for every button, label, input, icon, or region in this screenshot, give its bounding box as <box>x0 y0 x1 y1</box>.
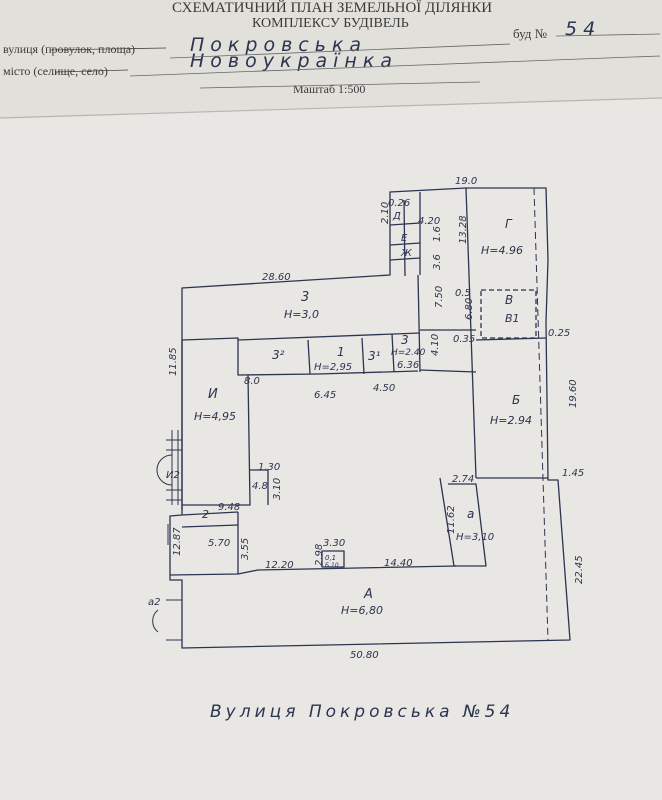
dim-top-g: 19.0 <box>455 176 477 187</box>
room-a-height: Н=6,80 <box>341 604 383 617</box>
dim-1440: 14.40 <box>384 558 413 569</box>
dim-1185: 11.85 <box>168 347 179 376</box>
room-31-label: 3¹ <box>368 349 381 363</box>
room-01-label: 0,1 <box>325 554 336 562</box>
room-1-height: Н=2,95 <box>314 362 352 373</box>
room-32-label: 3² <box>272 348 285 362</box>
room-i2-label: И2 <box>166 470 180 481</box>
dim-274: 2.74 <box>452 474 474 485</box>
dim-410: 4.10 <box>430 334 441 356</box>
room-a-small-height: Н=3,10 <box>456 532 494 543</box>
dim-2245: 22.45 <box>574 555 585 584</box>
dim-1960: 19.60 <box>568 379 579 408</box>
room-a-small-label: а <box>467 507 474 521</box>
title-line-1: СХЕМАТИЧНИЙ ПЛАН ЗЕМЕЛЬНОЇ ДІЛЯНКИ <box>172 0 493 16</box>
room-b-label: Б <box>512 393 520 407</box>
dim-top-026: 0.26 <box>388 198 410 209</box>
dim-948: 9.48 <box>218 502 240 513</box>
dim-298: 2.98 <box>314 544 325 566</box>
dim-48: 4.8 <box>252 481 268 492</box>
dim-636: 6.36 <box>397 360 419 371</box>
city-label: місто (селище, село) <box>3 64 108 78</box>
dim-1287: 12.87 <box>172 527 183 556</box>
dim-210: 2.10 <box>380 202 391 224</box>
dim-310: 3.10 <box>272 478 283 500</box>
street-value: Покровська <box>190 34 368 56</box>
title-line-2: КОМПЛЕКСУ БУДІВЕЛЬ <box>252 16 409 31</box>
room-v-sub: В1 <box>505 312 520 325</box>
dim-width-2860: 28.60 <box>262 272 291 283</box>
room-i-height: Н=4,95 <box>194 410 236 423</box>
dim-450: 4.50 <box>373 383 395 394</box>
dim-570: 5.70 <box>208 538 230 549</box>
room-a2-label: а2 <box>148 597 161 608</box>
dim-645: 6.45 <box>314 390 336 401</box>
dim-05: 0.5 <box>455 288 471 299</box>
dim-16: 1.6 <box>432 226 443 242</box>
room-v-label: В <box>505 293 513 307</box>
dim-145: 1.45 <box>562 468 584 479</box>
room-33-height: Н=2.40 <box>391 348 426 358</box>
room-a-label: А <box>363 587 373 602</box>
room-1-label: 1 <box>337 345 345 359</box>
dim-5080: 50.80 <box>350 650 379 661</box>
dim-1328: 13.28 <box>458 215 469 244</box>
dim-130: 1.30 <box>258 462 280 473</box>
street-caption: Вулиця Покровська №54 <box>210 702 515 722</box>
room-3-height: Н=3,0 <box>284 308 319 321</box>
room-zh-label: Ж <box>400 248 413 259</box>
dim-1162: 11.62 <box>446 505 457 534</box>
dim-330: 3.30 <box>323 538 345 549</box>
street-label: вулиця (провулок, площа) <box>3 42 136 56</box>
city-value: Новоукраїнка <box>190 50 398 72</box>
dim-025: 0.25 <box>548 328 570 339</box>
room-2-label: 2 <box>202 508 209 521</box>
dim-355: 3.55 <box>240 538 251 560</box>
room-i-label: И <box>208 387 218 402</box>
room-3-label: 3 <box>301 290 309 305</box>
building-label: буд № <box>513 26 548 41</box>
room-d-label: Д <box>392 211 401 222</box>
dim-36: 3.6 <box>432 254 443 270</box>
room-g-height: Н=4.96 <box>481 244 523 257</box>
room-b-height: Н=2.94 <box>490 414 532 427</box>
dim-750: 7.50 <box>434 286 445 308</box>
dim-035: 0.35 <box>453 334 475 345</box>
room-e-label: Е <box>401 233 408 244</box>
dim-80: 8.0 <box>244 376 260 387</box>
room-01-sub: Б,10 <box>325 562 339 569</box>
room-33-label: 3 <box>401 333 409 347</box>
room-g-label: Г <box>505 217 513 231</box>
dim-420: 4.20 <box>418 216 440 227</box>
dim-1220: 12.20 <box>265 560 294 571</box>
building-value: 54 <box>565 18 602 40</box>
dim-680: 6.80 <box>464 298 475 320</box>
